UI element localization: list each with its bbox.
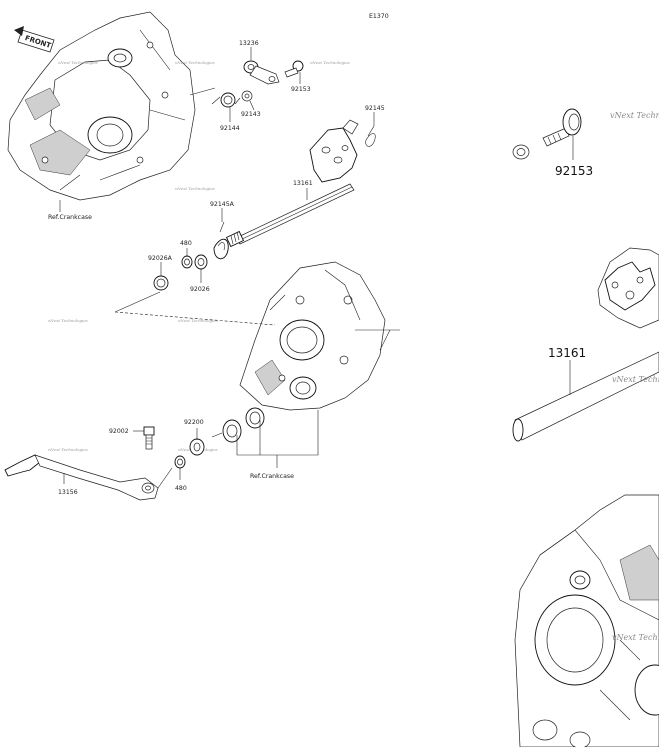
label-92153: 92153 xyxy=(291,86,311,93)
watermark-1: vNext Technologies xyxy=(58,60,98,65)
label-92143: 92143 xyxy=(241,111,261,118)
label-480-bottom: 480 xyxy=(175,485,187,492)
ref-crankcase-top-label: Ref.Crankcase xyxy=(48,214,92,221)
part-13156[interactable] xyxy=(4,454,173,501)
part-92145A[interactable] xyxy=(213,221,229,260)
part-92144[interactable] xyxy=(211,92,241,108)
zoom-crankcase-illustration xyxy=(514,494,659,747)
part-92200[interactable] xyxy=(189,438,205,456)
zoom-watermark-2: vNext Techne xyxy=(612,375,659,384)
label-92144: 92144 xyxy=(220,125,240,132)
front-arrow-icon: FRONT xyxy=(14,26,55,53)
label-92200: 92200 xyxy=(184,419,204,426)
label-13156: 13156 xyxy=(58,489,78,496)
label-92002: 92002 xyxy=(109,428,129,435)
label-92145A: 92145A xyxy=(210,201,235,208)
zoom-label-92153: 92153 xyxy=(555,164,593,178)
zoom-watermark-3: vNext Techne xyxy=(612,633,659,642)
part-92153[interactable] xyxy=(284,60,304,78)
part-92026[interactable] xyxy=(194,254,208,270)
zoom-shaft-illustration xyxy=(512,247,659,442)
ref-crankcase-bottom-label: Ref.Crankcase xyxy=(250,473,294,480)
oil-seal-illustration xyxy=(222,407,265,443)
figure-code: E1370 xyxy=(369,13,389,20)
label-480-top: 480 xyxy=(180,240,192,247)
part-480-bottom[interactable] xyxy=(174,455,186,469)
part-92143[interactable] xyxy=(241,90,253,102)
label-13161: 13161 xyxy=(293,180,313,187)
part-92145[interactable] xyxy=(365,125,376,147)
zoom-label-13161: 13161 xyxy=(548,346,586,360)
part-92002[interactable] xyxy=(143,426,155,450)
zoom-watermark-1: vNext Techne xyxy=(610,111,659,120)
label-13236: 13236 xyxy=(239,40,259,47)
watermark-5: vNext Technologies xyxy=(48,318,88,323)
watermark-3: vNext Technologies xyxy=(310,60,350,65)
part-13161[interactable] xyxy=(225,119,359,248)
watermark-2: vNext Technologies xyxy=(175,60,215,65)
zoom-bolt-illustration xyxy=(512,108,582,160)
watermark-8: vNext Technologies xyxy=(48,447,88,452)
label-92026: 92026 xyxy=(190,286,210,293)
crankcase-right-illustration xyxy=(239,261,386,411)
label-92145: 92145 xyxy=(365,105,385,112)
watermark-4: vNext Technologies xyxy=(175,186,215,191)
crankcase-left-illustration xyxy=(7,11,216,201)
part-480-top[interactable] xyxy=(181,255,193,269)
part-13236[interactable] xyxy=(243,60,280,85)
label-92026A: 92026A xyxy=(148,255,173,262)
watermark-6: vNext Technologies xyxy=(178,318,218,323)
part-92026A[interactable] xyxy=(153,275,169,291)
